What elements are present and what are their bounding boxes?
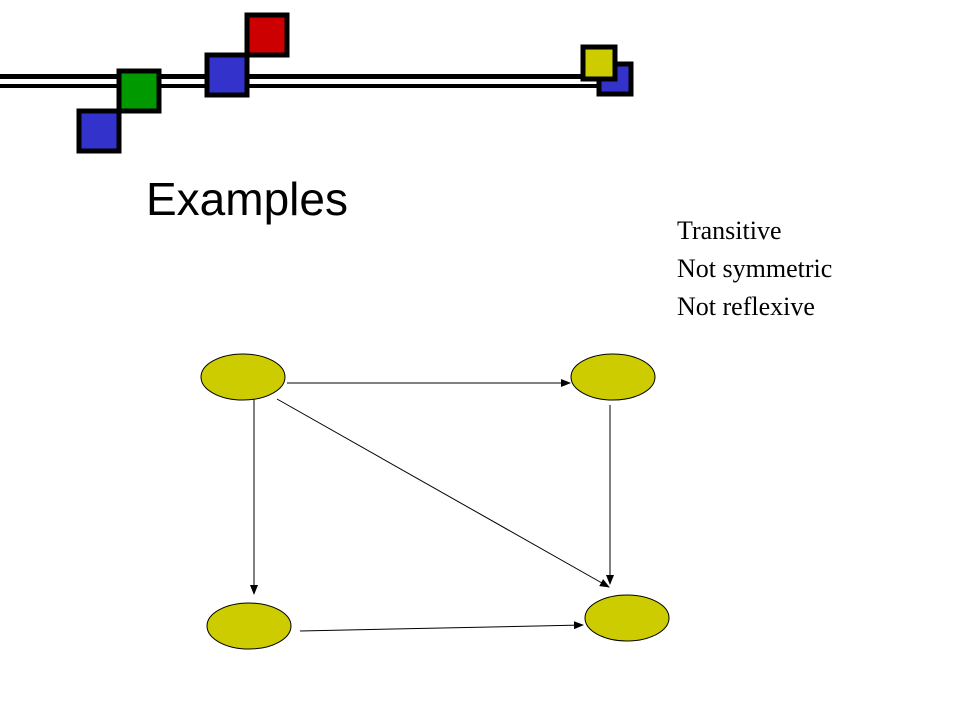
node-top-left [200, 353, 286, 401]
header-rule-bottom [0, 84, 598, 88]
property-not-symmetric: Not symmetric [677, 254, 833, 283]
slide-title: Examples [146, 173, 348, 225]
property-transitive: Transitive [677, 216, 782, 245]
node-bottom-left [206, 602, 292, 650]
edge-top-left-to-bottom-right [276, 398, 610, 588]
deco-square-red [244, 12, 290, 58]
property-list: Transitive Not symmetric Not reflexive [677, 212, 832, 326]
header-rule-top [0, 74, 598, 79]
node-bottom-right [584, 594, 670, 642]
property-not-reflexive: Not reflexive [677, 292, 815, 321]
deco-square-yellow [580, 44, 618, 82]
deco-square-blue-mid [204, 52, 250, 98]
deco-square-green [116, 68, 162, 114]
node-top-right [570, 353, 656, 401]
deco-square-blue-bottom [76, 108, 122, 154]
edge-bottom-left-to-bottom-right [299, 621, 584, 632]
